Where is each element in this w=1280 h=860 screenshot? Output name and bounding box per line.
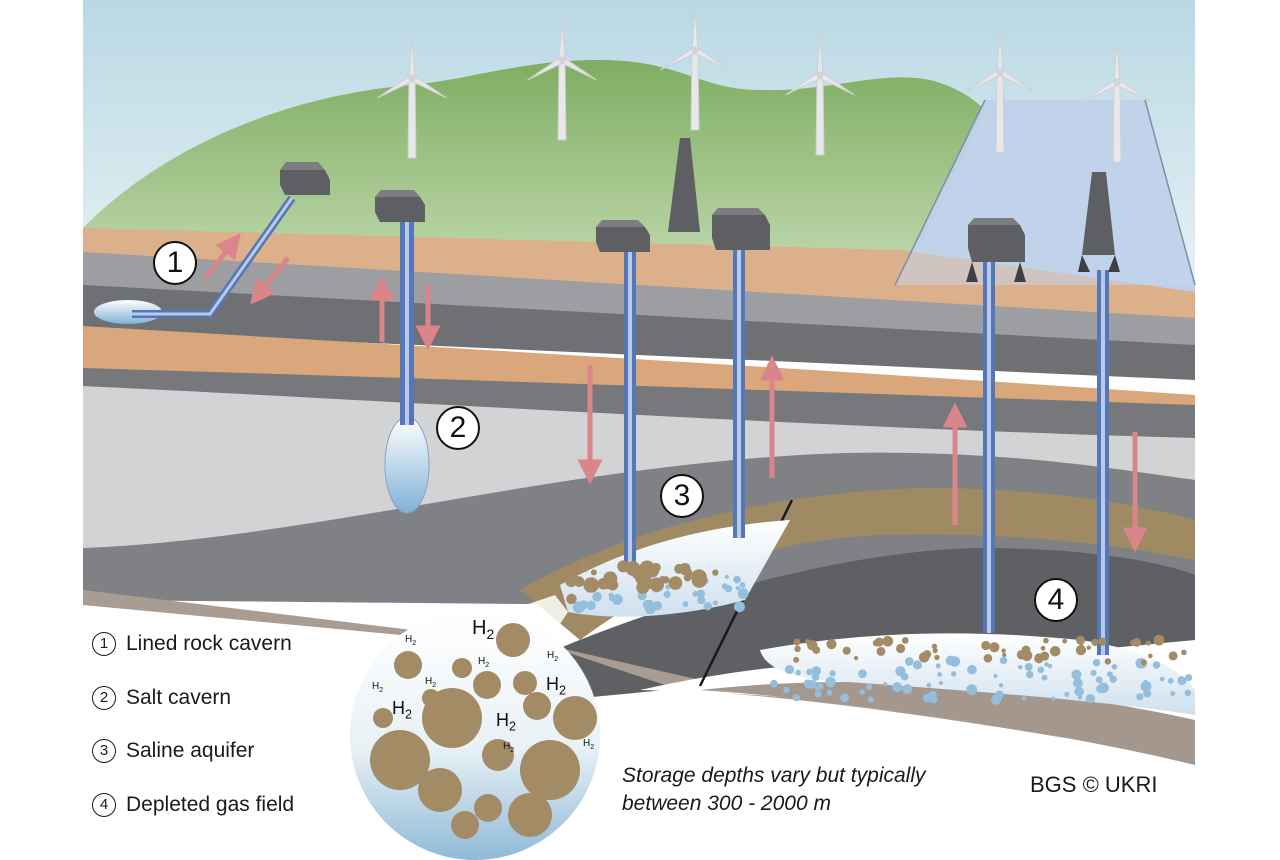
fold-brown [520,488,1195,640]
legend-number: 4 [92,793,116,817]
h2-label: H2 [496,710,517,734]
h2-label: H2 [503,741,515,754]
legend-number: 2 [92,686,116,710]
depth-note-line-1: Storage depths vary but typically [622,764,926,787]
depth-note: Storage depths vary but typically betwee… [622,762,1002,818]
h2-label: H2 [478,656,490,669]
legend-item-saline-aquifer: 3 Saline aquifer [92,739,254,763]
tower-1 [668,138,700,232]
legend-label: Salt cavern [126,686,232,709]
legend-item-depleted-gas-field: 4 Depleted gas field [92,793,294,817]
h2-label: H2 [405,634,417,647]
h2-label: H2 [546,674,567,698]
wind-turbines [377,9,1152,163]
h2-label: H2 [425,676,437,689]
credit: BGS © UKRI [1030,772,1158,797]
legend-label: Depleted gas field [126,793,295,816]
tower-2 [1082,172,1115,255]
gas-field-trap [760,633,1195,715]
grey-layer [83,252,1195,352]
legend-item-salt-cavern: 2 Salt cavern [92,686,231,710]
h2-label: H2 [392,698,413,722]
wind-turbine [527,19,597,141]
h2-label: H2 [547,650,559,663]
base-rock [83,590,1195,760]
h2-label: H2 [583,738,595,751]
depth-note-line-2: between 300 - 2000 m [622,792,831,815]
base-brown [700,681,1195,765]
wind-turbine [660,9,730,131]
legend-number: 1 [92,632,116,656]
h2-label: H2 [472,617,495,642]
h2-label: H2 [372,681,384,694]
badge-3: 3 [660,474,704,518]
salt-cavern [384,416,430,514]
orange-layer [83,326,1195,410]
wind-turbine [965,31,1035,153]
badge-1: 1 [153,241,197,285]
fold-lower [560,548,1195,700]
legend-label: Saline aquifer [126,739,255,762]
wind-turbine [785,34,855,156]
dark-band [83,368,1195,440]
wind-turbine [377,37,447,159]
badge-2: 2 [436,406,480,450]
dark-layer [83,285,1195,380]
legend-item-lined-rock-cavern: 1 Lined rock cavern [92,632,292,656]
badge-4: 4 [1034,578,1078,622]
wind-turbine [1082,41,1152,163]
legend-label: Lined rock cavern [126,632,292,655]
pore-grains [565,560,1193,705]
magnified-grains [370,623,597,839]
wellhead-boxes [280,162,1026,282]
legend-number: 3 [92,739,116,763]
flow-arrows [203,233,1148,553]
